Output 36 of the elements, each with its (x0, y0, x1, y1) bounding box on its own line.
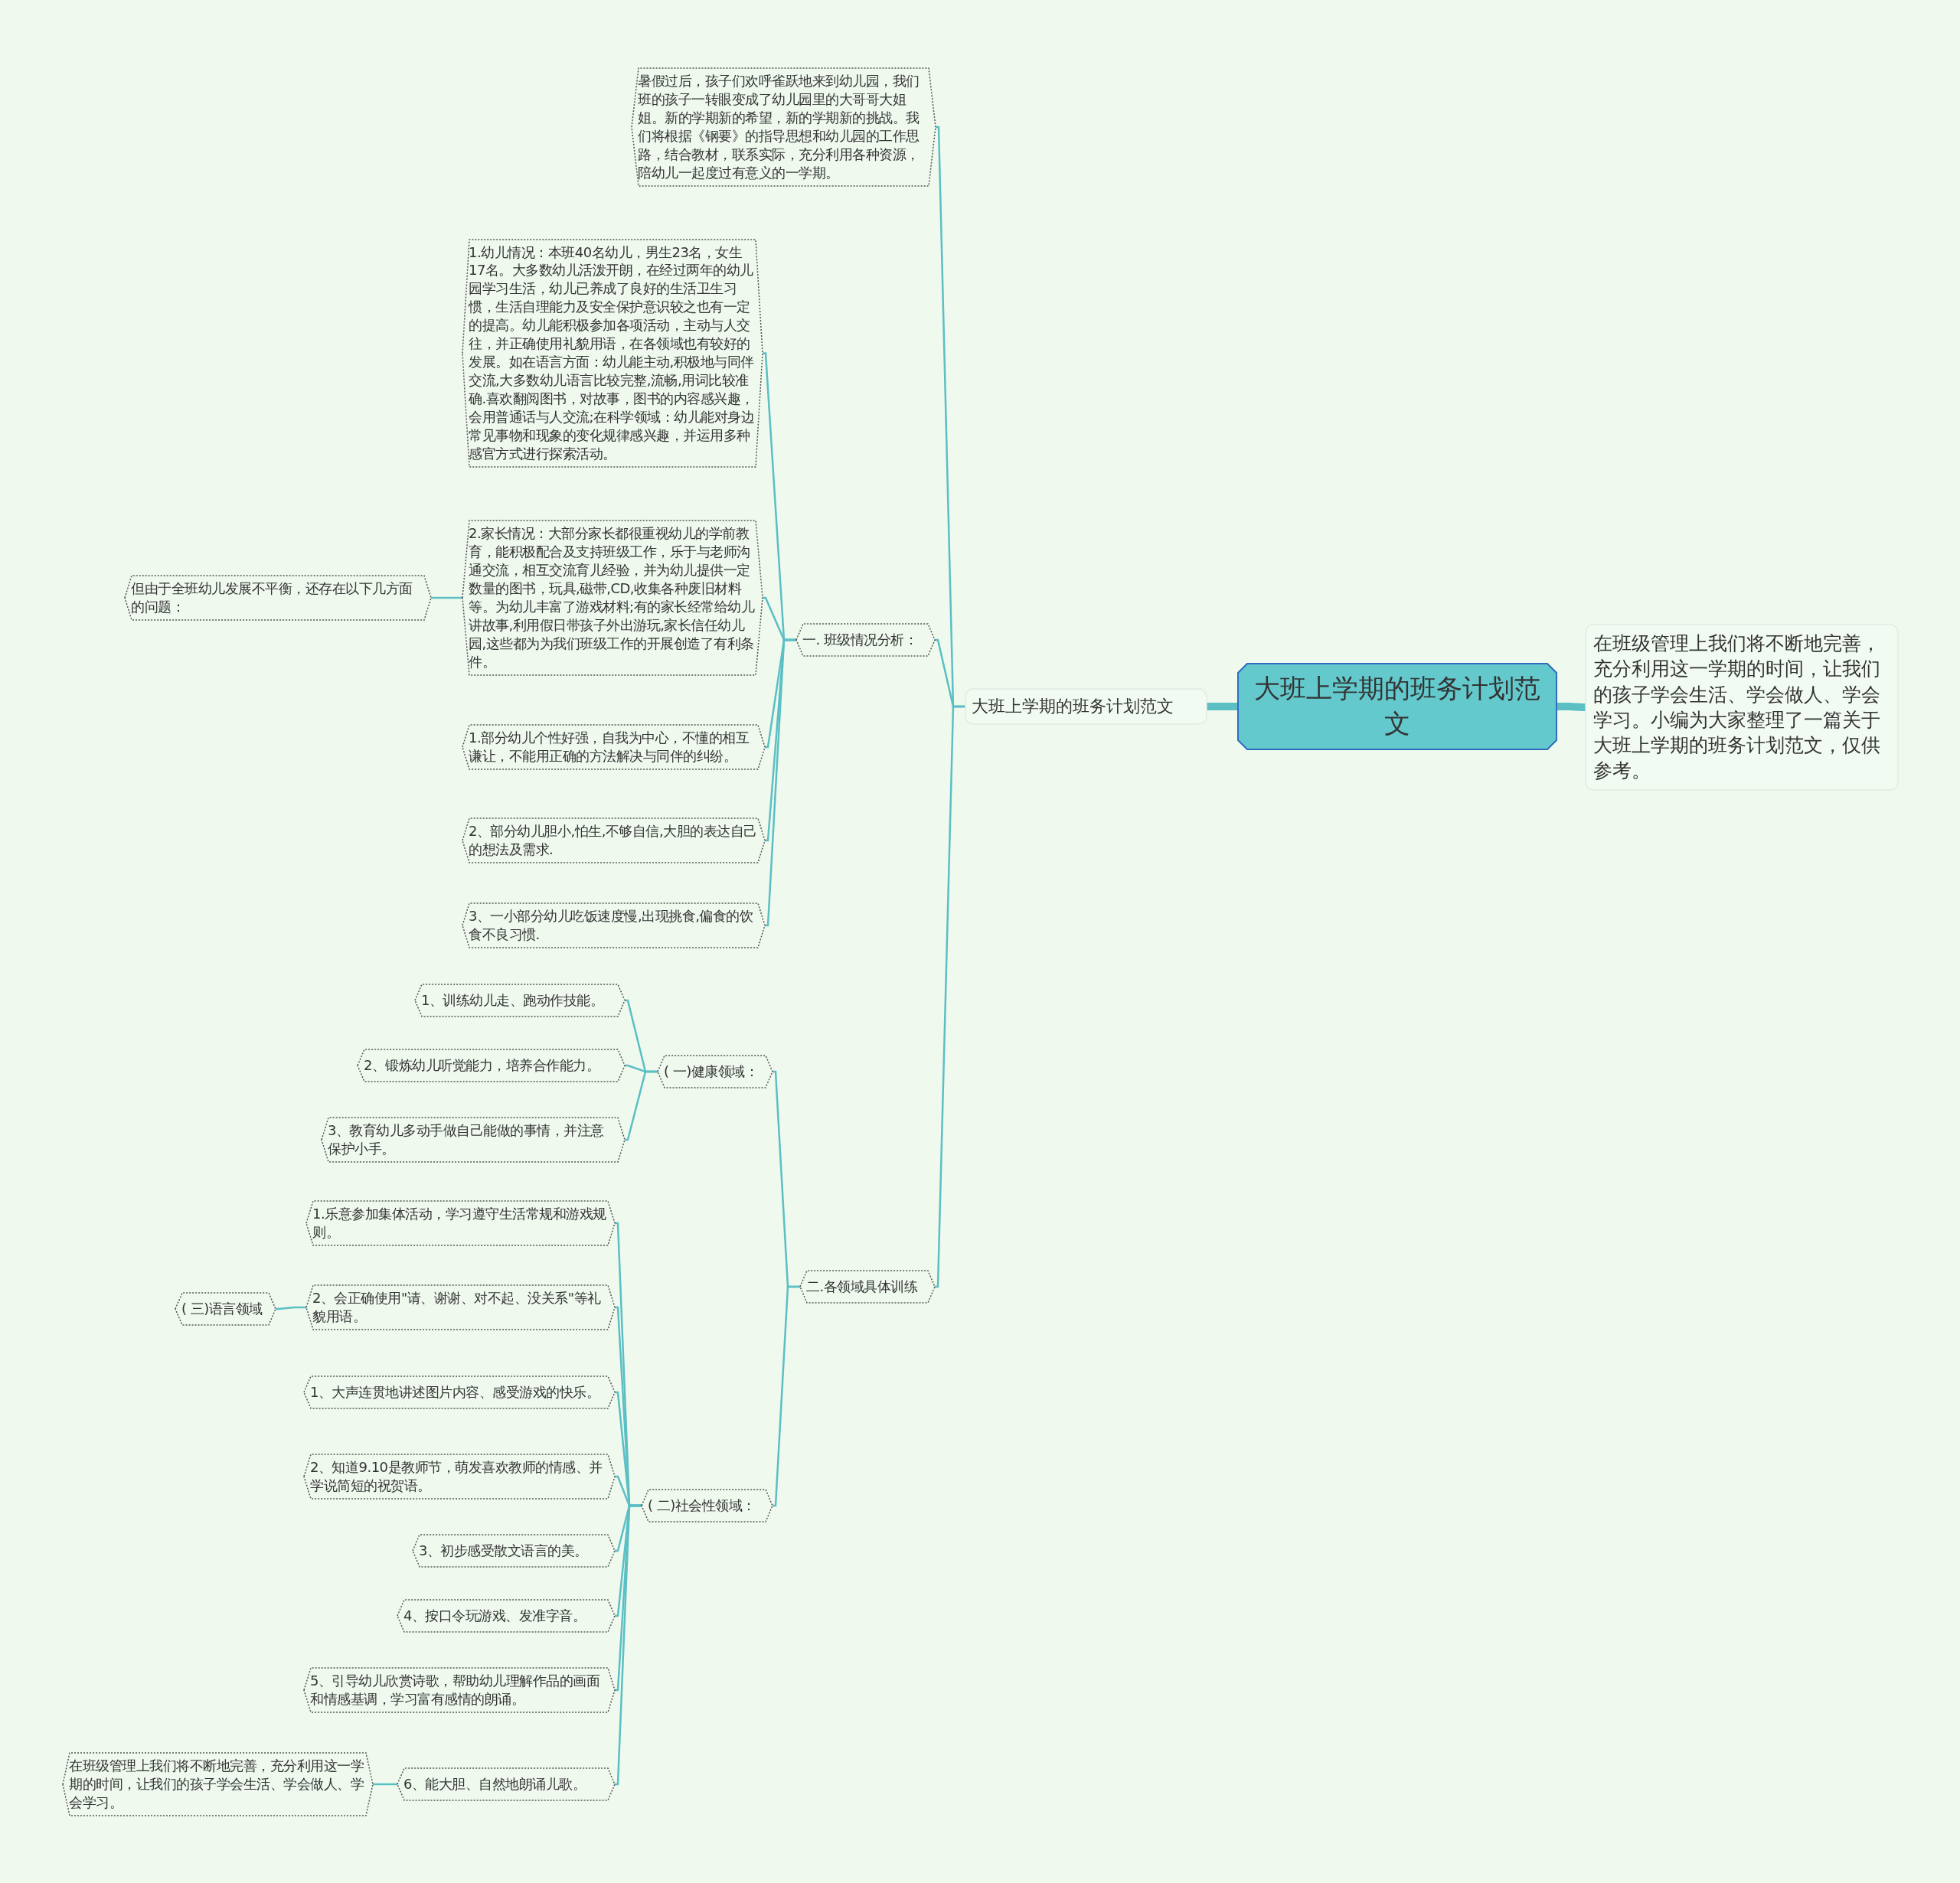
topic-box: 在班级管理上我们将不断地完善，充分利用这一学期的时间，让我们的孩子学会生活、学会做人、学会学习。 (63, 1753, 373, 1816)
connector-line (764, 638, 796, 927)
topic-box: 5、引导幼儿欣赏诗歌，帮助幼儿理解作品的画面和情感基调，学习富有感情的朗诵。 (304, 1668, 615, 1712)
topic-box: 1.幼儿情况：本班40名幼儿，男生23名，女生17名。大多数幼儿活泼开朗，在经过两年的幼儿园学习生活，幼儿已养成了良好的生活卫生习惯，生活自理能力及安全保护意识较之也有一定的提高。幼儿能积极参加各项活动，主动与人交往，并正确使用礼貌用语，在各领域也有较好的发展。如在语言方面：幼儿能主动,积极地与同伴交流,大多数幼儿语言比较完整,流畅,用词比较准确.喜欢翻阅图书，对故事，图书的内容感兴趣，会用普通话与人交流;在科学领域：幼儿能对身边常见事物和现象的变化规律感兴趣，并运用多种感官方式进行探索活动。 (462, 239, 763, 467)
topic-box: 1、训练幼儿走、跑动作技能。 (415, 984, 625, 1017)
topic-box: 1.乐意参加集体活动，学习遵守生活常规和游戏规则。 (306, 1201, 615, 1245)
topic-box: 1、大声连贯地讲述图片内容、感受游戏的快乐。 (304, 1376, 615, 1408)
topic-box: ( 二)社会性领域： (642, 1490, 773, 1522)
topic-box: 3、一小部分幼儿吃饭速度慢,出现挑食,偏食的饮食不良习惯. (462, 903, 765, 948)
topic-box: 一. 班级情况分析： (796, 624, 935, 656)
topic-box: 2、会正确使用"请、谢谢、对不起、没关系"等礼貌用语。 (306, 1285, 615, 1330)
topic-box: 2.家长情况：大部分家长都很重视幼儿的学前教育，能积极配合及支持班级工作，乐于与老师沟通交流，相互交流育儿经验，并为幼儿提供一定数量的图书，玩具,磁带,CD,收集各种废旧材料等。为幼儿丰富了游戏材料;有的家长经常给幼儿讲故事,利用假日带孩子外出游玩,家长信任幼儿园,这些都为为我们班级工作的开展创造了有利条件。 (462, 521, 763, 675)
topic-box: 6、能大胆、自然地朗诵儿歌。 (397, 1768, 615, 1800)
topic-box: 3、教育幼儿多动手做自己能做的事情，并注意保护小手。 (322, 1118, 625, 1162)
topic-box: ( 三)语言领域 (175, 1293, 276, 1325)
topic-box: 2、知道9.10是教师节，萌发喜欢教师的情感、并学说简短的祝贺语。 (304, 1454, 615, 1499)
connector-line (773, 1285, 800, 1507)
connector-line (934, 705, 965, 1288)
connector-line (276, 1306, 306, 1310)
topic-box: 1.部分幼儿个性好强，自我为中心，不懂的相互谦让，不能用正确的方法解决与同伴的纠纷。 (462, 725, 765, 769)
connector-line (615, 1504, 642, 1786)
topic-box: ( 一)健康领域： (658, 1056, 773, 1088)
connector-line (1557, 703, 1586, 711)
topic-box: 暑假过后，孩子们欢呼雀跃地来到幼儿园，我们班的孩子一转眼变成了幼儿园里的大哥哥大姐姐。新的学期新的希望，新的学期新的挑战。我们将根据《钢要》的指导思想和幼儿园的工作思路，结合教材，联系实际，充分利用各种资源，陪幼儿一起度过有意义的一学期。 (632, 68, 936, 186)
topic-box: 2、锻炼幼儿听觉能力，培养合作能力。 (358, 1049, 625, 1082)
topic-box: 3、初步感受散文语言的美。 (413, 1535, 615, 1567)
topic-box: 但由于全班幼儿发展不平衡，还存在以下几方面的问题： (125, 576, 431, 620)
topic-box: 二.各领域具体训练 (800, 1271, 935, 1303)
topic-box: 4、按口令玩游戏、发准字音。 (397, 1600, 615, 1632)
central-topic-box: 大班上学期的班务计划范文 (1238, 664, 1557, 749)
note-box: 在班级管理上我们将不断地完善，充分利用这一学期的时间，让我们的孩子学会生活、学会做人、学会学习。小编为大家整理了一篇关于大班上学期的班务计划范文，仅供参考。 (1586, 625, 1898, 790)
connector-line (625, 1070, 658, 1141)
topic-box: 大班上学期的班务计划范文 (965, 689, 1207, 724)
topic-box: 2、部分幼儿胆小,怕生,不够自信,大胆的表达自己的想法及需求. (462, 818, 765, 863)
connector-line (431, 596, 462, 599)
connector-line (373, 1783, 397, 1786)
